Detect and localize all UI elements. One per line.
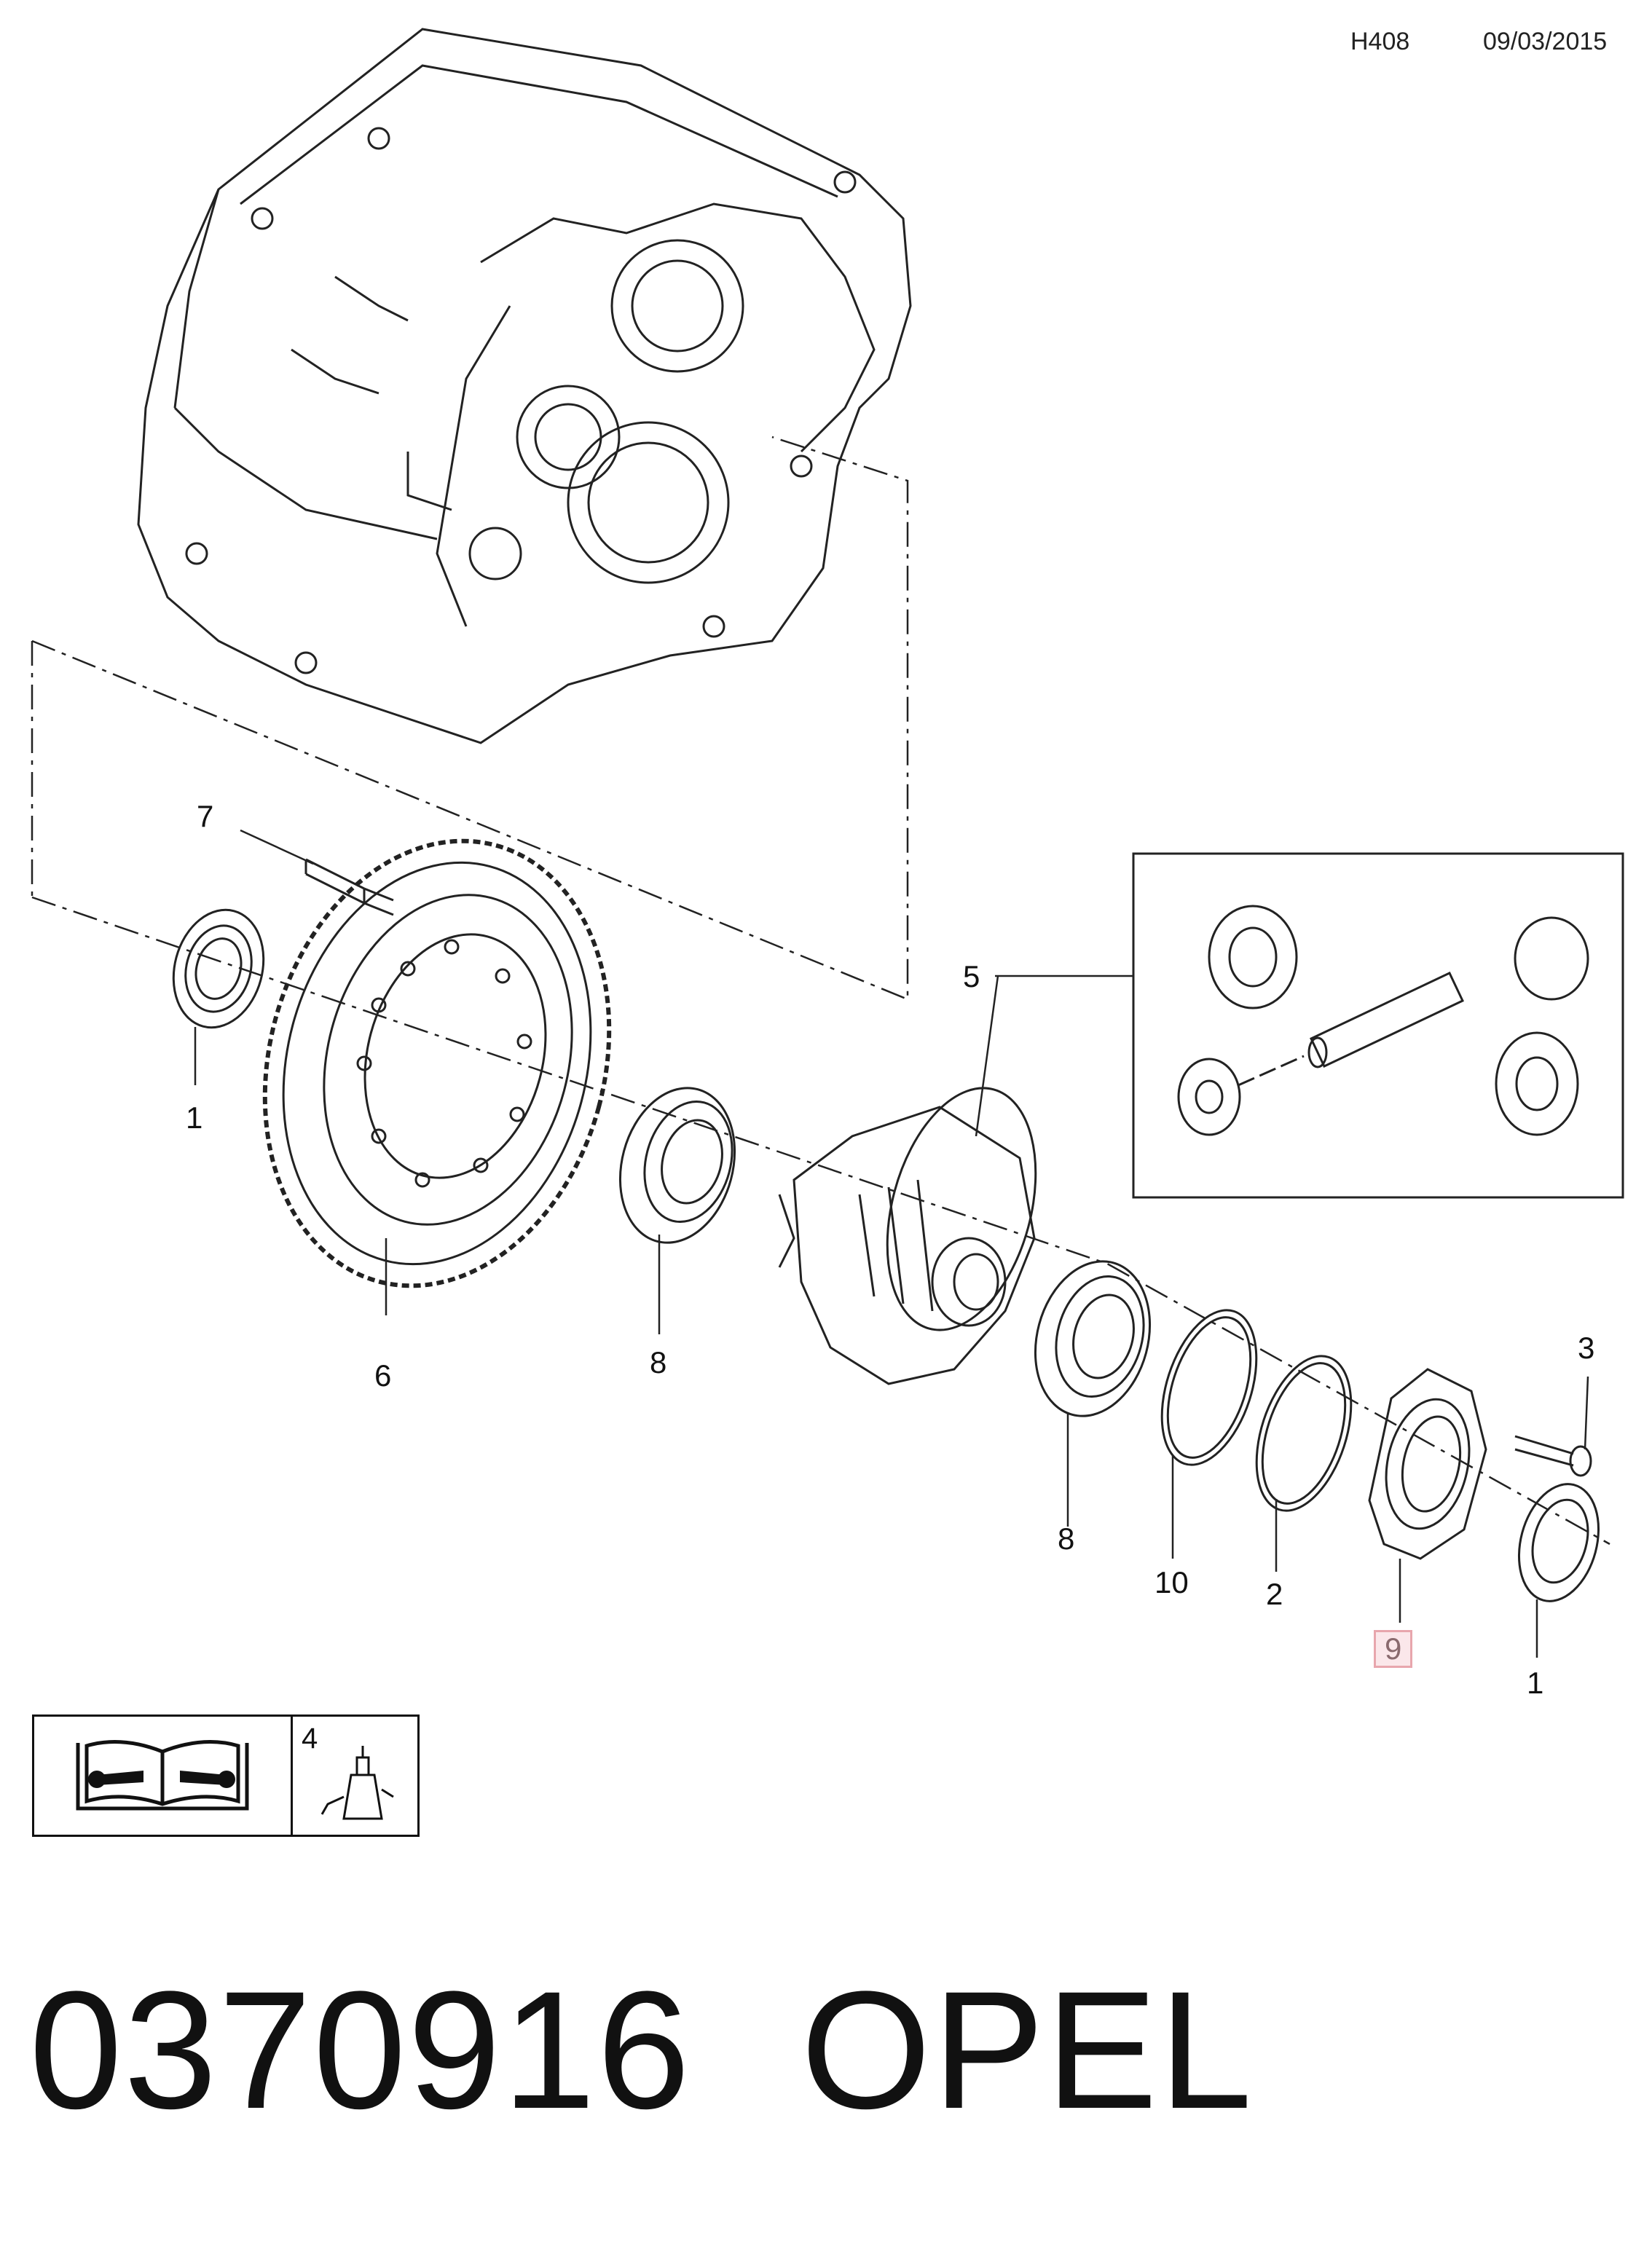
callout-1-right: 1 — [1527, 1666, 1544, 1700]
header-code: H408 — [1350, 28, 1410, 55]
differential-detail-box — [1132, 852, 1624, 1199]
callout-6: 6 — [374, 1358, 392, 1393]
callout-8-right: 8 — [1058, 1521, 1075, 1556]
differential-case — [778, 1087, 1037, 1385]
bearing-right — [1034, 1260, 1152, 1417]
oil-seal-right — [1517, 1483, 1600, 1602]
adhesive-cell: 4 — [293, 1717, 417, 1835]
callout-1-left: 1 — [186, 1101, 203, 1135]
leader-lines — [194, 829, 1589, 1658]
exploded-parts-diagram — [31, 28, 1624, 1658]
bearing-adapter — [1368, 1368, 1487, 1560]
sealant-tube-icon — [320, 1746, 394, 1820]
header-date: 09/03/2015 — [1483, 28, 1608, 55]
callout-8-left: 8 — [650, 1345, 667, 1379]
callout-3: 3 — [1578, 1331, 1595, 1365]
o-ring — [1255, 1355, 1353, 1512]
oil-seal-left — [172, 908, 265, 1029]
bearing-left — [618, 1087, 736, 1244]
callout-7: 7 — [197, 799, 214, 833]
ring-gear-bolt — [304, 858, 394, 916]
part-number: 0370916 — [29, 1956, 692, 2143]
legend-box: 4 — [32, 1715, 420, 1837]
callout-10: 10 — [1155, 1565, 1189, 1599]
ring-gear — [262, 838, 612, 1288]
transmission-housing — [137, 28, 912, 744]
callout-5: 5 — [963, 959, 980, 993]
shim — [1160, 1309, 1258, 1466]
repair-manual-icon — [76, 1740, 249, 1811]
brand-name: OPEL — [801, 1956, 1254, 2143]
callout-2: 2 — [1266, 1577, 1283, 1611]
callout-9-highlighted: 9 — [1374, 1630, 1413, 1668]
repair-manual-cell — [34, 1717, 293, 1835]
adapter-bolt — [1514, 1435, 1592, 1477]
adhesive-item-number: 4 — [302, 1723, 318, 1755]
assembly-boundary — [31, 436, 1610, 1546]
